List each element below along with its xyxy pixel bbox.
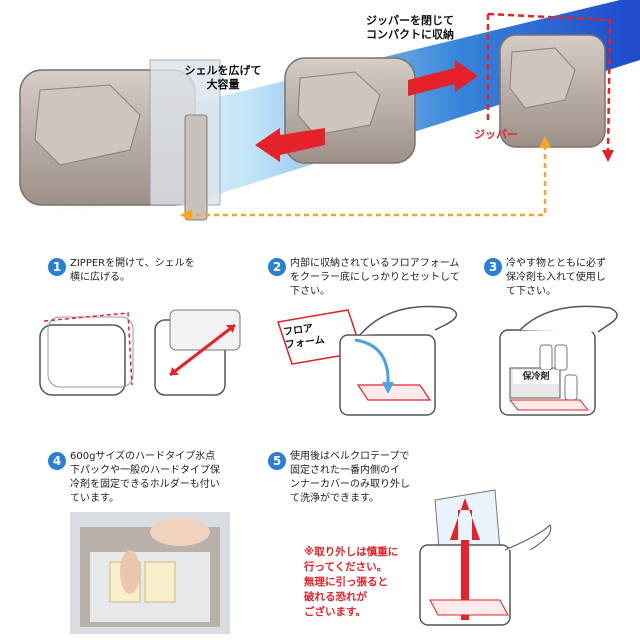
step-3-illustration [499,305,618,416]
step-5-illustration [419,489,552,626]
cooler-compact-illustration [499,34,606,148]
warning-text: ※取り外しは慎重に 行ってください。 無理に引っ張ると 破れる恐れが ございます… [304,546,399,618]
ice-pack-tag: 保冷剤 [513,370,559,384]
arrow-left-icon [255,128,325,162]
label-compact: ジッパーを閉じて コンパクトに収納 [366,14,454,41]
step-1-number: 1 [48,258,66,276]
step-3-text: 冷やす物とともに必ず 保冷剤も入れて使用し て下さい。 [506,258,606,297]
arrow-down-icon [602,150,614,162]
step-4-photo [70,512,230,634]
step-1-illustration [39,309,241,396]
label-zipper: ジッパー [474,128,518,141]
step-2-text: 内部に収納されているフロアフォーム をクーラー底にしっかりとセットして 下さい。 [290,258,460,297]
step-5-text: 使用後はベルクロテープで 固定された一番内側のイ ンナーカバーのみ取り外し て洗… [290,451,410,504]
step-5-number: 5 [268,452,286,470]
step-4-text: 600gサイズのハードタイプ氷点 下パックや一般のハードタイプ保 冷剤を固定でき… [70,451,220,504]
label-expand: シェルを広げて 大容量 [184,64,262,91]
arrow-right-icon [408,60,478,96]
arrow-up-red-icon [450,498,480,540]
step-4-number: 4 [48,452,66,470]
step-3-number: 3 [484,258,502,276]
top-illustration [19,0,640,221]
cooler-open-illustration [19,59,221,221]
arrow-left-small-icon [180,209,192,221]
step-1-text: ZIPPERを開けて、シェルを 横に広げる。 [70,258,195,283]
return-path [190,145,547,217]
step-2-number: 2 [268,258,286,276]
zipper-path [487,12,612,156]
step-2-illustration [277,305,458,416]
arrow-up-icon [539,136,551,148]
